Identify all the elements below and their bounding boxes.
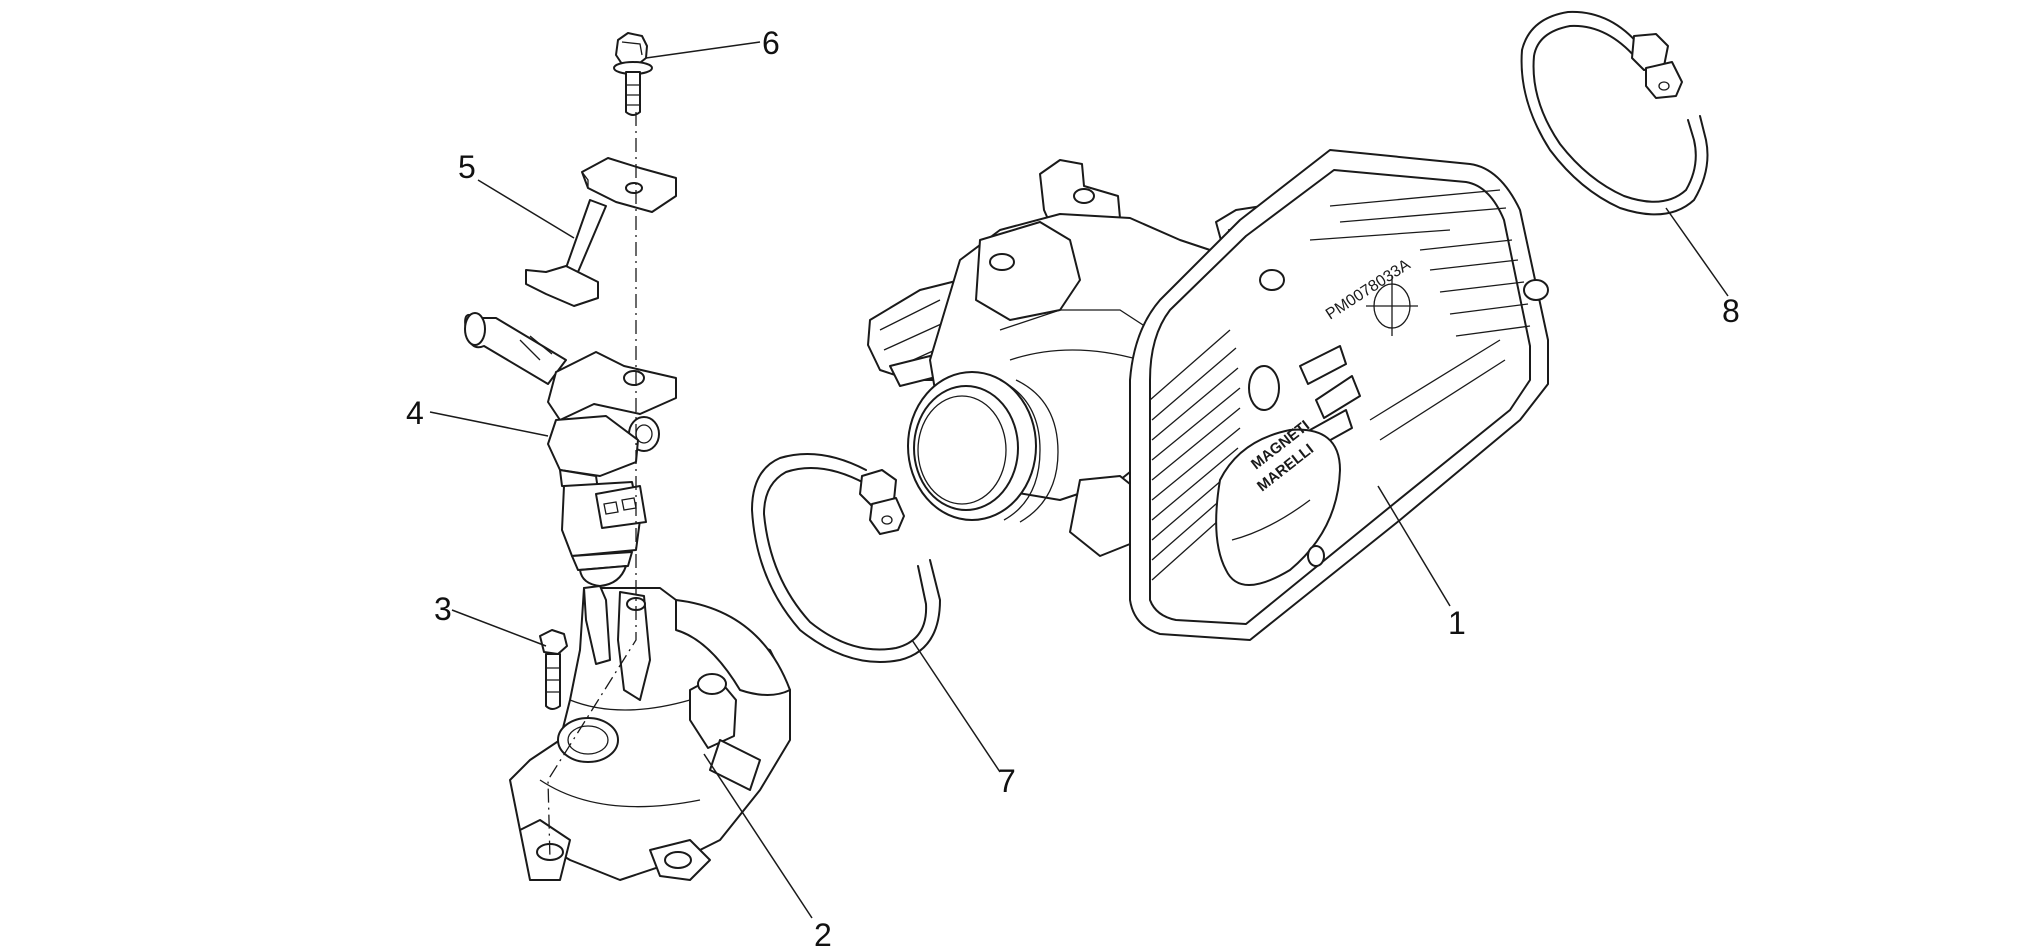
- callout-5: 5: [458, 149, 476, 185]
- part-3-screw: [539, 629, 568, 710]
- callout-4: 4: [406, 395, 424, 431]
- part-7-clamp: [751, 453, 941, 663]
- part-5-bracket: [525, 157, 677, 307]
- callout-8: 8: [1722, 293, 1740, 329]
- callout-3: 3: [434, 591, 452, 627]
- part-2-manifold: [509, 585, 791, 881]
- part-6-bolt: [613, 32, 653, 116]
- callout-2: 2: [814, 917, 832, 949]
- part-8-clamp: [1520, 10, 1709, 216]
- callout-6: 6: [762, 25, 780, 61]
- part-4-injector: [464, 312, 677, 587]
- leader-lines: [429, 41, 1729, 919]
- callout-numbers: 6 5 4 3 2 7 1 8: [406, 25, 1740, 949]
- assembly-axis-line: [547, 112, 637, 861]
- callout-7: 7: [998, 763, 1016, 799]
- part-1-throttle-body: [867, 149, 1549, 641]
- callout-1: 1: [1448, 605, 1466, 641]
